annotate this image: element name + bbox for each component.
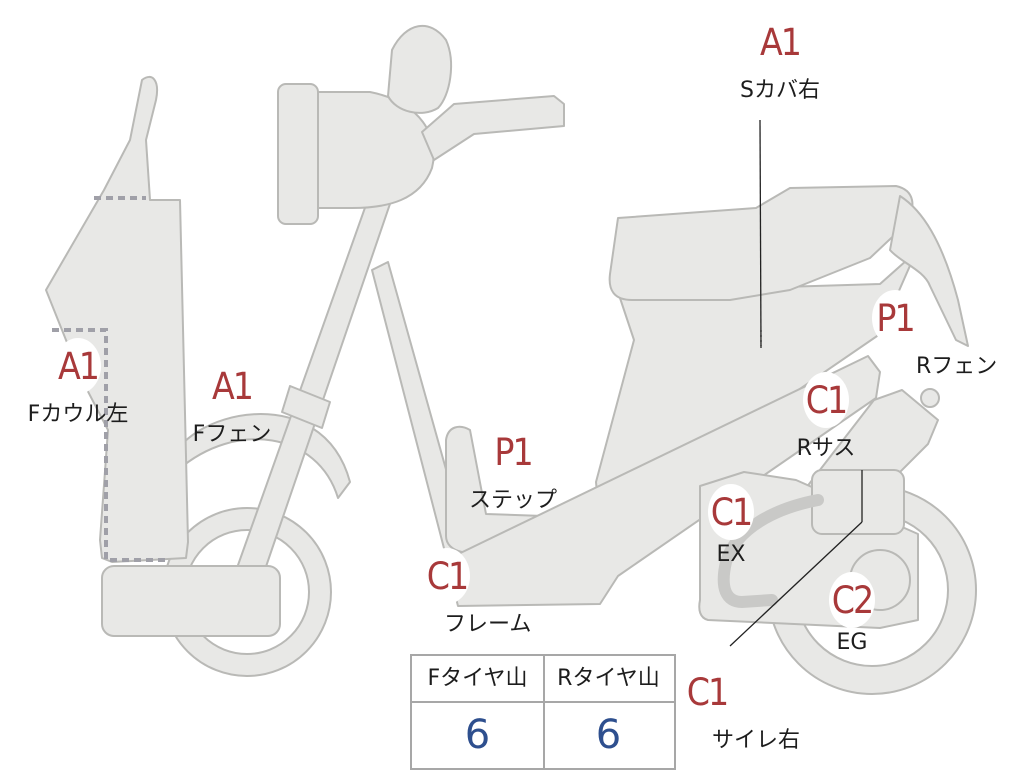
- part-label: Rフェン: [916, 354, 998, 379]
- part-label: Fカウル左: [27, 402, 129, 427]
- callout-side-cover-right: A1 Sカバ右: [728, 14, 832, 104]
- front-tire-column: Fタイヤ山 6: [412, 656, 545, 768]
- handlebar: [421, 95, 565, 161]
- front-cowl: [45, 75, 189, 563]
- shock-mount: [920, 388, 940, 408]
- rear-tire-tread-value: 6: [595, 712, 622, 758]
- part-label: サイレ右: [712, 728, 801, 753]
- part-label: ステップ: [468, 488, 557, 513]
- rear-tire-column: Rタイヤ山 6: [543, 656, 674, 768]
- part-label: Fフェン: [192, 422, 272, 447]
- condition-code-badge: A1: [757, 14, 803, 70]
- condition-code-badge: C1: [708, 484, 754, 540]
- condition-code-badge: A1: [55, 338, 101, 394]
- tire-tread-table: Fタイヤ山 6 Rタイヤ山 6: [410, 654, 676, 770]
- part-label: Sカバ右: [740, 78, 820, 103]
- callout-rear-suspension: C1 Rサス: [786, 372, 866, 462]
- fork-collar: [281, 385, 331, 429]
- callout-frame: C1 フレーム: [420, 548, 540, 638]
- floor-block: [101, 565, 281, 637]
- condition-code-badge: P1: [490, 424, 536, 480]
- condition-code-badge: C1: [803, 372, 849, 428]
- callout-exhaust: C1 EX: [698, 484, 764, 567]
- leader-line-muffler: [729, 521, 863, 647]
- condition-code-badge: P1: [872, 290, 918, 346]
- callout-front-cowl-left: A1 Fカウル左: [14, 338, 142, 428]
- callout-muffler-right: C1 サイレ右: [684, 664, 804, 754]
- front-tire-header: Fタイヤ山: [412, 656, 543, 703]
- windscreen: [387, 24, 453, 114]
- callout-engine: C2 EG: [816, 572, 888, 655]
- callout-front-fender: A1 Fフェン: [176, 358, 288, 448]
- condition-code-badge: C1: [684, 664, 730, 720]
- rear-tire-header: Rタイヤ山: [543, 656, 674, 703]
- part-label: Rサス: [796, 436, 856, 461]
- exhaust-pipe: [717, 494, 824, 609]
- condition-code-badge: C2: [829, 572, 875, 628]
- condition-code-badge: C1: [424, 548, 470, 604]
- part-label: EG: [836, 630, 868, 655]
- leader-line-side-cover: [759, 119, 762, 349]
- part-label: EX: [716, 542, 746, 567]
- cowl-zone-lower: [52, 328, 170, 562]
- condition-code-badge: A1: [209, 358, 255, 414]
- part-label: フレーム: [444, 612, 532, 637]
- callout-step: P1 ステップ: [456, 424, 570, 514]
- engine-block: [811, 469, 905, 535]
- rear-fender: [889, 195, 969, 347]
- callout-rear-fender: P1 Rフェン: [868, 290, 1006, 380]
- front-tire-tread-value: 6: [464, 712, 491, 758]
- headlight: [277, 83, 319, 225]
